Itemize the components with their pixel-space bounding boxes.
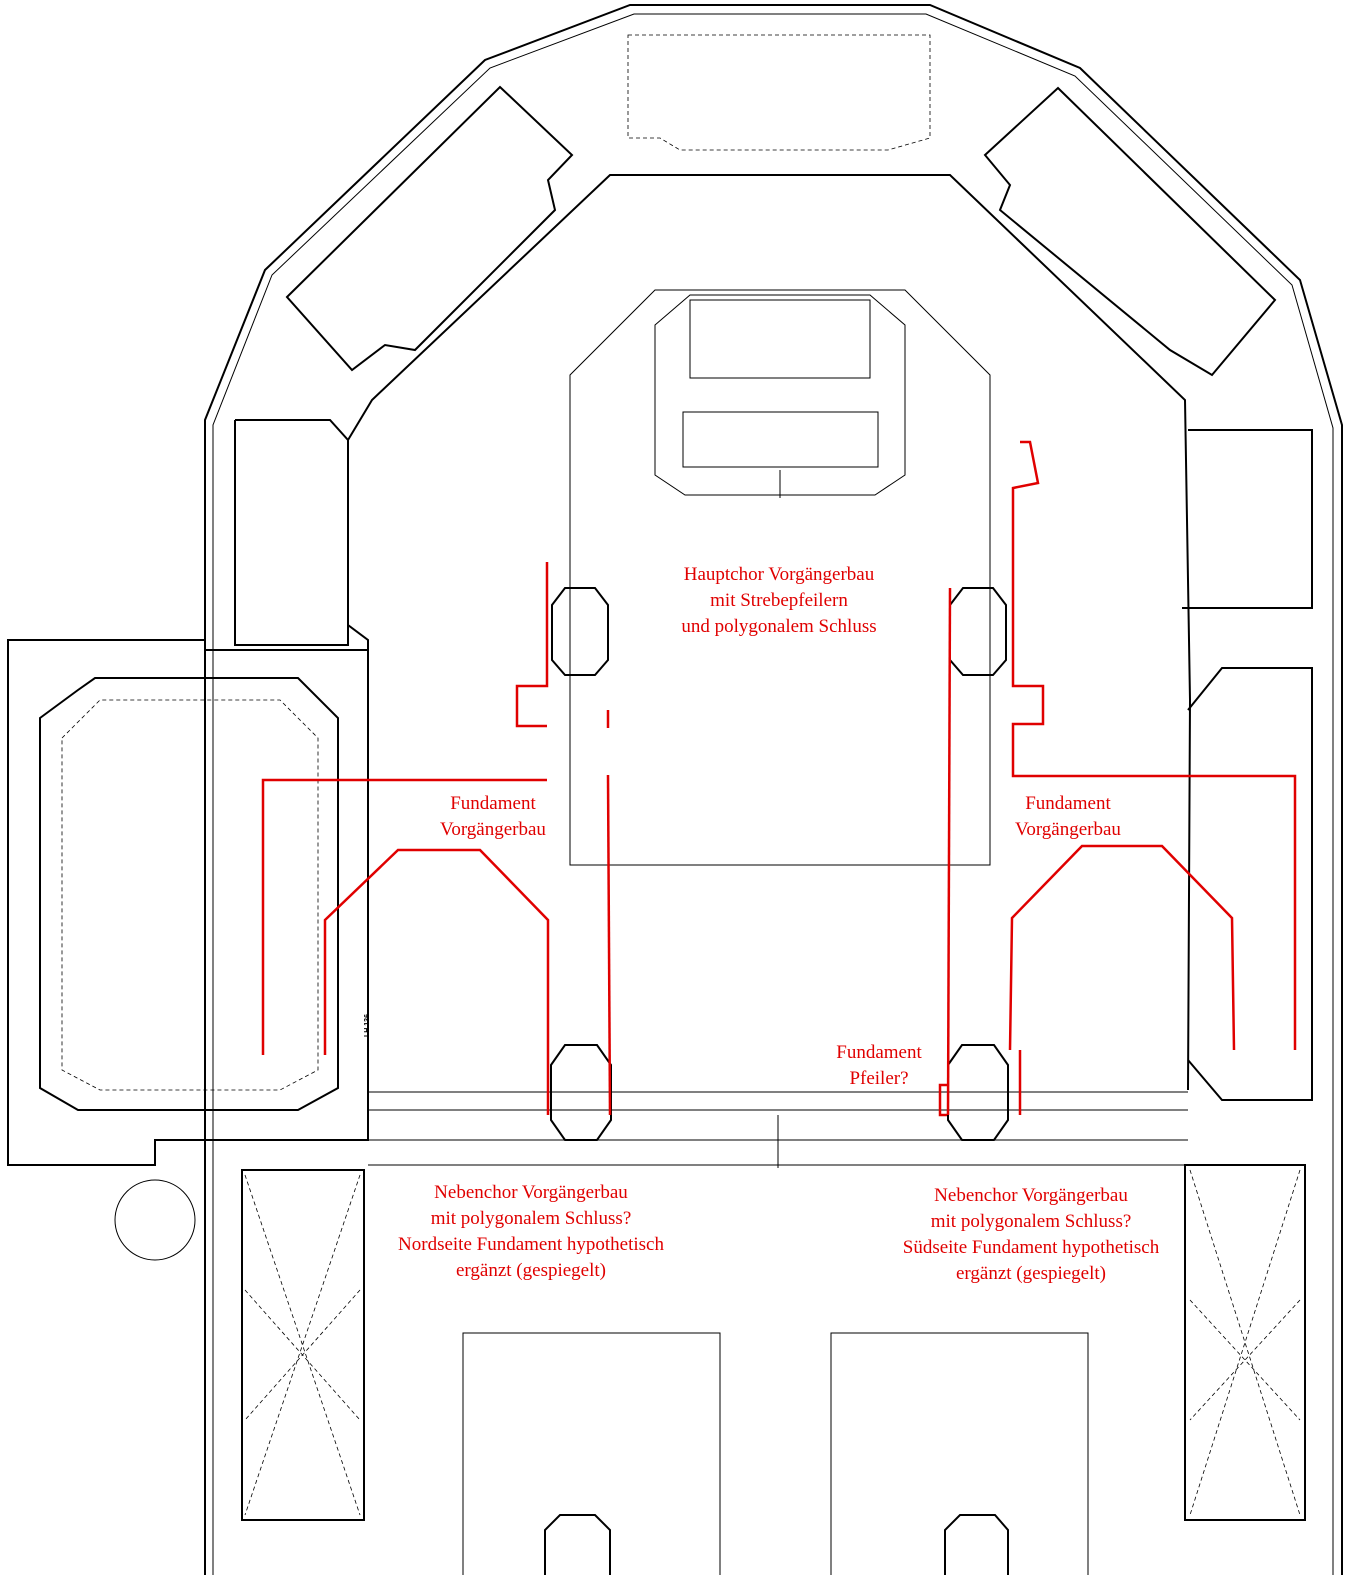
label-line: Fundament — [1025, 793, 1111, 814]
foundation-lines — [261, 440, 1297, 1117]
outer-wall — [204, 4, 1343, 1575]
label-line: Pfeiler? — [849, 1068, 909, 1089]
label-hauptchor: Hauptchor Vorgängerbau mit Strebepfeiler… — [681, 562, 876, 640]
label-line: Fundament — [450, 793, 536, 814]
label-nebenchor-sued: Nebenchor Vorgängerbau mit polygonalem S… — [903, 1183, 1159, 1287]
label-line: Nebenchor Vorgängerbau — [934, 1185, 1128, 1206]
label-fundament-sued: Fundament Vorgängerbau — [1015, 791, 1121, 843]
room-number: LH.136 — [363, 1014, 371, 1037]
inner-wall — [347, 174, 1192, 1091]
label-line: ergänzt (gespiegelt) — [456, 1260, 606, 1281]
label-nebenchor-nord: Nebenchor Vorgängerbau mit polygonalem S… — [398, 1180, 664, 1284]
label-line: Vorgängerbau — [440, 819, 546, 840]
label-line: mit polygonalem Schluss? — [930, 1211, 1132, 1232]
label-fundament-nord: Fundament Vorgängerbau — [440, 791, 546, 843]
label-line: Fundament — [836, 1042, 922, 1063]
label-line: und polygonalem Schluss — [681, 616, 877, 637]
label-line: Nebenchor Vorgängerbau — [434, 1182, 628, 1203]
label-line: Südseite Fundament hypothetisch — [902, 1237, 1160, 1258]
label-line: Hauptchor Vorgängerbau — [683, 564, 875, 585]
label-line: ergänzt (gespiegelt) — [955, 1263, 1106, 1284]
label-line: mit Strebepfeilern — [710, 590, 848, 611]
label-fundament-pfeiler: Fundament Pfeiler? — [836, 1040, 922, 1092]
pillar — [551, 587, 609, 676]
label-line: mit polygonalem Schluss? — [430, 1208, 632, 1229]
pillar — [550, 1044, 612, 1141]
label-line: Vorgängerbau — [1015, 819, 1121, 840]
label-line: Nordseite Fundament hypothetisch — [398, 1234, 664, 1255]
pillar — [949, 587, 1007, 676]
